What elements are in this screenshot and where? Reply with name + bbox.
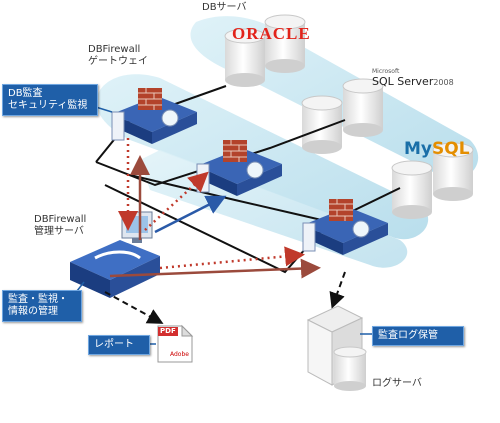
audit-mgmt-line1: 監査・監視・ [8,294,68,305]
sqlserver-logo: SQL Server2008 [372,75,454,89]
security-monitor-line1: DB監査 [8,88,43,99]
report-callout: レポート [88,335,150,355]
blue-arrow [154,195,227,234]
audit-mgmt-callout: 監査・監視・ 情報の管理 [2,290,82,322]
audit-mgmt-line2: 情報の管理 [8,306,58,317]
gateway-label: DBFirewall ゲートウェイ [88,44,148,67]
log-arrows [104,271,346,324]
security-monitor-callout: DB監査 セキュリティ監視 [2,84,98,116]
log-server [306,305,367,391]
mysql-sql: SQL [432,139,470,159]
pdf-badge: PDF [160,327,176,335]
sqlserver-prefix: Microsoft [372,68,400,75]
monitoring-arrows [118,138,305,270]
mgmt-server-label-line2: 管理サーバ [34,225,84,237]
oracle-logo: ORACLE [232,24,311,43]
mgmt-server-label-line1: DBFirewall [34,214,87,225]
pdf-document-icon [157,324,194,363]
db-server-label: DBサーバ [202,2,247,13]
sqlserver-year: 2008 [433,78,454,87]
gateway-label-line2: ゲートウェイ [88,55,148,67]
pdf-vendor: Adobe [170,351,189,358]
control-arrows [109,155,321,279]
security-monitor-line2: セキュリティ監視 [8,100,88,111]
log-server-label: ログサーバ [372,378,422,389]
log-storage-callout: 監査ログ保管 [372,326,464,346]
mysql-logo: MySQL [404,139,470,160]
mysql-my: My [404,139,432,159]
db-cylinders [224,14,474,219]
gateway-label-line1: DBFirewall [88,44,141,55]
sqlserver-name: SQL Server [372,75,434,88]
mgmt-server-label: DBFirewall 管理サーバ [34,214,86,237]
